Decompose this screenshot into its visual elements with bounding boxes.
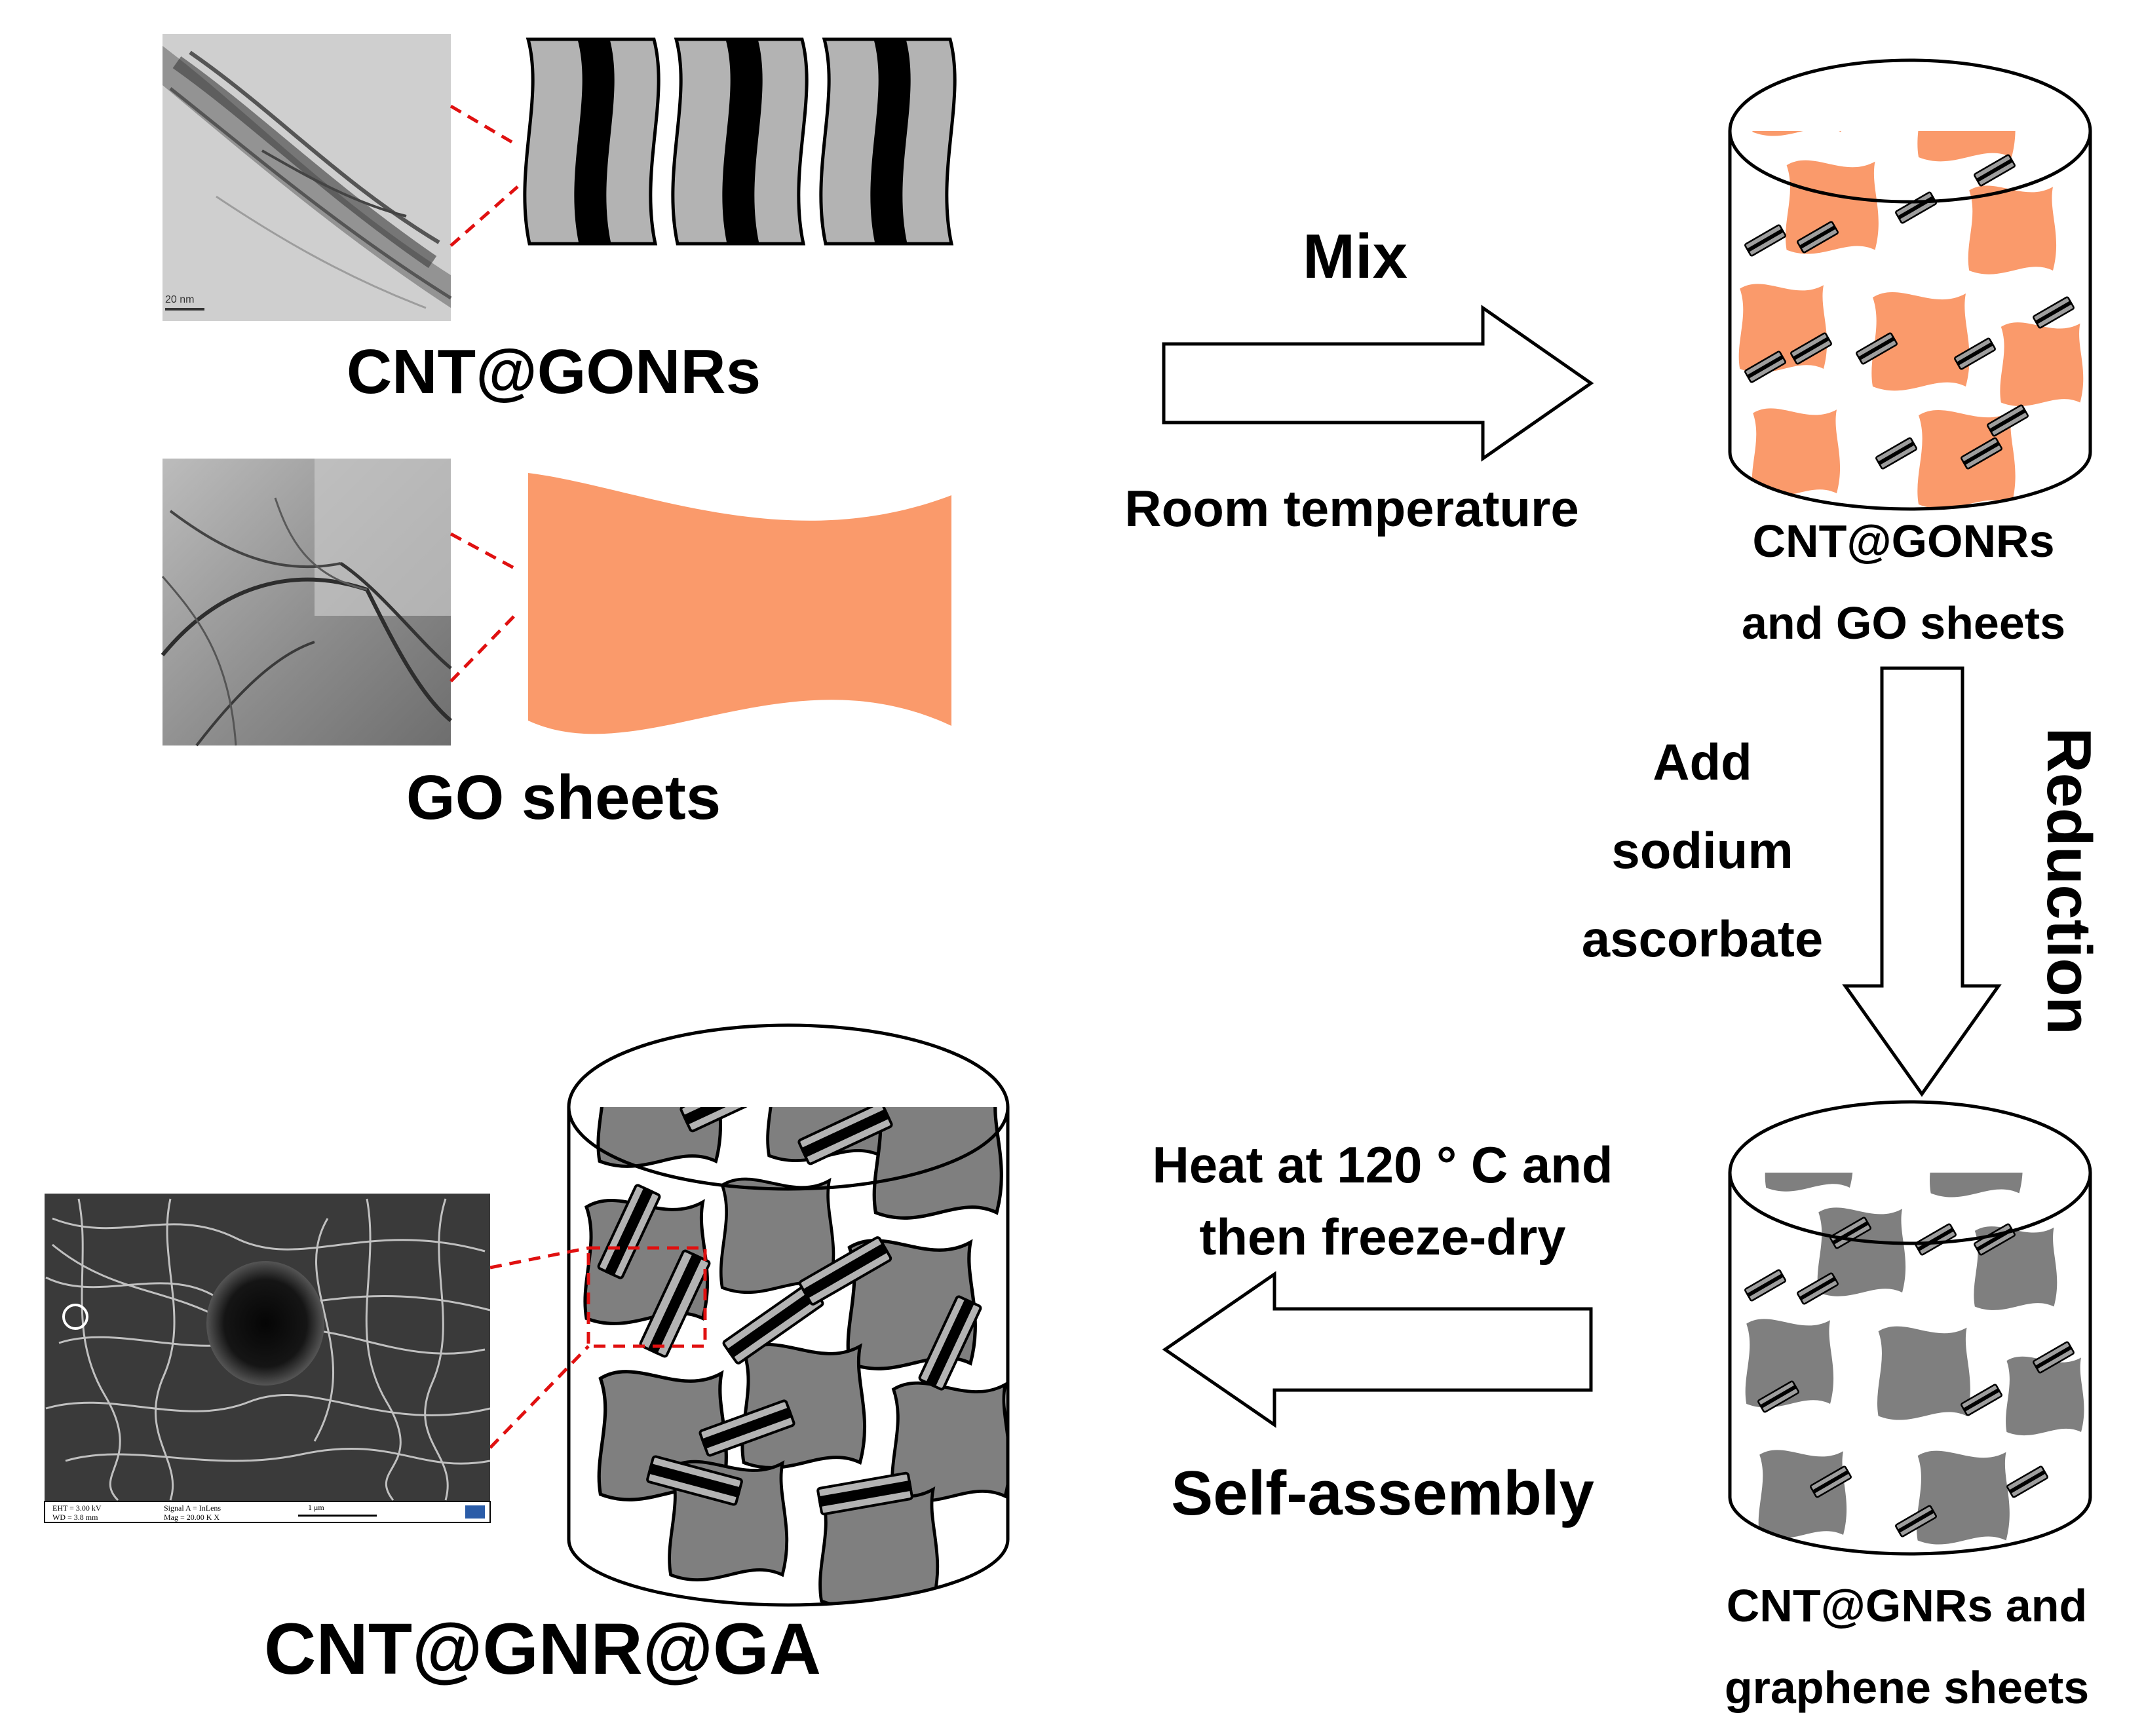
label-heat-line2: then freeze-dry xyxy=(1199,1208,1565,1266)
leader-lines-sem xyxy=(489,1246,590,1449)
leader-lines-go xyxy=(450,532,519,683)
tem-image-go-sheets xyxy=(161,459,452,747)
label-add-line3: ascorbate xyxy=(1582,910,1824,968)
zoom-box xyxy=(586,1246,707,1348)
cylinder-mixture xyxy=(1728,58,2092,511)
label-cnt-gonrs: CNT@GONRs xyxy=(347,337,761,407)
label-reduction: Reduction xyxy=(2034,727,2104,1034)
label-product-line1: CNT@GNRs and xyxy=(1727,1580,2088,1631)
label-go-sheets: GO sheets xyxy=(406,763,721,833)
self-assembly-arrow-left xyxy=(1162,1271,1593,1428)
label-final-product: CNT@GNR@GA xyxy=(264,1609,821,1689)
sem-signal-label: Signal A = InLens xyxy=(164,1503,221,1513)
sem-wd-label: WD = 3.8 mm xyxy=(52,1513,98,1522)
label-add-line2: sodium xyxy=(1611,821,1793,879)
tem-image-cnt-gonrs: 20 nm xyxy=(163,34,452,321)
label-add-line1: Add xyxy=(1653,733,1752,791)
ribbon-2 xyxy=(671,37,809,246)
label-mixture-line1: CNT@GONRs xyxy=(1752,516,2054,567)
tem-scale-label: 20 nm xyxy=(165,294,194,305)
sem-eht-label: EHT = 3.00 kV xyxy=(52,1503,102,1513)
go-sheet-shape xyxy=(528,473,951,734)
reduction-arrow-down xyxy=(1842,666,2002,1097)
ribbon-3 xyxy=(819,37,957,246)
label-heat-line1: Heat at 120 ° C and xyxy=(1152,1136,1613,1194)
sem-image-aerogel: EHT = 3.00 kV WD = 3.8 mm Signal A = InL… xyxy=(44,1194,491,1523)
leader-lines-cnt-gonrs xyxy=(450,104,519,247)
label-mix: Mix xyxy=(1303,221,1407,292)
sem-mag-label: Mag = 20.00 K X xyxy=(164,1513,220,1522)
cnt-gonr-ribbons xyxy=(523,37,957,246)
label-mixture-line2: and GO sheets xyxy=(1742,597,2065,649)
mix-arrow-right xyxy=(1162,305,1594,462)
ribbon-1 xyxy=(523,37,660,246)
cylinder-aerogel xyxy=(567,1023,1010,1607)
label-room-temperature: Room temperature xyxy=(1124,480,1579,537)
sem-scale-label: 1 μm xyxy=(308,1503,324,1512)
label-product-line2: graphene sheets xyxy=(1725,1662,2089,1713)
label-self-assembly: Self-assembly xyxy=(1171,1458,1594,1528)
cylinder-reduced xyxy=(1728,1100,2092,1556)
